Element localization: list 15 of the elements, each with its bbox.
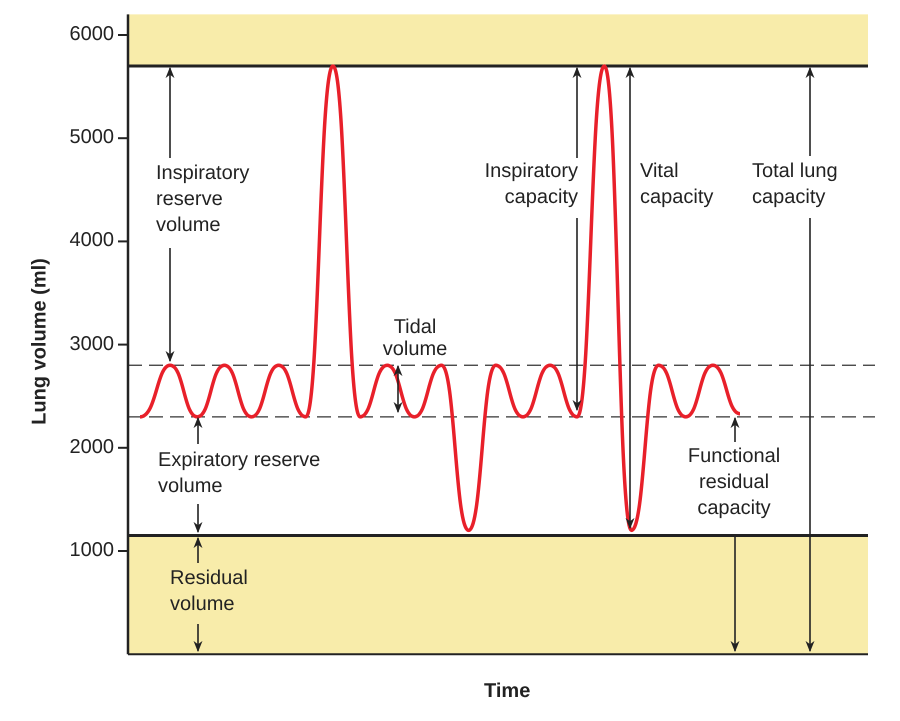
annotation-label: Functional residual capacity xyxy=(686,444,782,521)
annotation-label: Expiratory reserve volume xyxy=(158,448,322,499)
annotation-label: Inspiratory reserve volume xyxy=(156,161,250,238)
axis-title: Time xyxy=(484,680,530,703)
annotation-label: Inspiratory capacity xyxy=(484,159,578,210)
annotation-label: Vital capacity xyxy=(640,159,714,210)
axis-title: Lung volume (ml) xyxy=(28,257,52,427)
annotation-label: Residual volume xyxy=(170,566,249,617)
annotation-label: Tidal volume xyxy=(382,316,448,360)
tick-label: 4000 xyxy=(68,229,114,252)
tick-label: 1000 xyxy=(68,539,114,562)
tick-label: 2000 xyxy=(68,436,114,459)
annotation-label: Total lung capacity xyxy=(752,159,839,210)
tick-label: 5000 xyxy=(68,126,114,150)
tick-label: 6000 xyxy=(68,23,114,46)
